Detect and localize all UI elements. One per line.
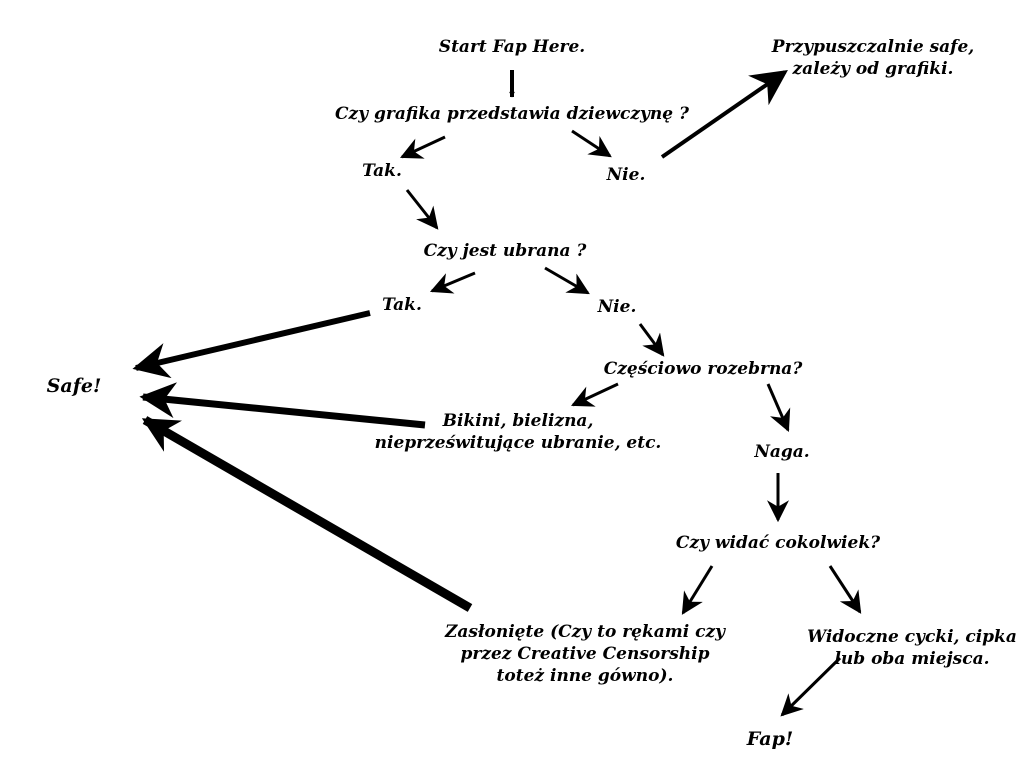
arrow-covered-to-safe [141, 416, 473, 612]
arrow-visible-to-covered [681, 565, 714, 615]
arrow-visible-to-shown [828, 565, 862, 614]
answer-yes-dressed: Tak. [382, 295, 422, 315]
covered-line-2: przez Creative Censorship [460, 644, 710, 664]
arrow-partial-to-naked [766, 383, 791, 433]
visible-node: Widoczne cycki, cipka lub oba miejsca. [807, 626, 1017, 670]
arrow-dressed-to-yes [429, 271, 476, 294]
arrow-girl-to-no [571, 129, 612, 158]
answer-no-girl: Nie. [606, 165, 646, 185]
arrow-yes-to-dressed [405, 189, 439, 230]
arrow-girl-to-yes [400, 135, 446, 159]
safe-node: Safe! [46, 375, 102, 397]
arrow-yes-to-safe [132, 310, 371, 379]
bikini-node: Bikini, bielizna, nieprześwitujące ubran… [375, 410, 662, 454]
fap-node: Fap! [746, 728, 794, 750]
covered-line-1: Zasłonięte (Czy to rękami czy [444, 622, 726, 642]
maybe-safe-line-2: zależy od grafiki. [792, 59, 954, 79]
bikini-line-1: Bikini, bielizna, [442, 411, 594, 431]
arrow-shown-to-fap [780, 656, 842, 717]
question-dressed: Czy jest ubrana ? [423, 241, 587, 261]
maybe-safe-line-1: Przypuszczalnie safe, [771, 37, 975, 57]
question-visible: Czy widać cokolwiek? [675, 533, 881, 553]
question-girl: Czy grafika przedstawia dziewczynę ? [335, 104, 689, 124]
arrow-bikini-to-safe [139, 382, 426, 429]
arrow-partial-to-bikini [571, 382, 619, 407]
arrow-no-to-partial [638, 323, 665, 357]
visible-line-2: lub oba miejsca. [834, 649, 990, 669]
covered-line-3: toteż inne gówno). [496, 666, 674, 686]
arrow-no-to-maybe-safe [660, 69, 788, 159]
answer-yes-girl: Tak. [362, 161, 402, 181]
question-partial: Częściowo rozebrna? [603, 359, 803, 379]
bikini-line-2: nieprześwitujące ubranie, etc. [374, 433, 662, 453]
arrow-dressed-to-no [544, 266, 590, 295]
visible-line-1: Widoczne cycki, cipka [807, 627, 1017, 647]
covered-node: Zasłonięte (Czy to rękami czy przez Crea… [445, 621, 725, 687]
naked-node: Naga. [754, 442, 810, 462]
answer-no-dressed: Nie. [597, 297, 637, 317]
maybe-safe-node: Przypuszczalnie safe, zależy od grafiki. [772, 36, 974, 80]
start-node: Start Fap Here. [438, 37, 586, 57]
